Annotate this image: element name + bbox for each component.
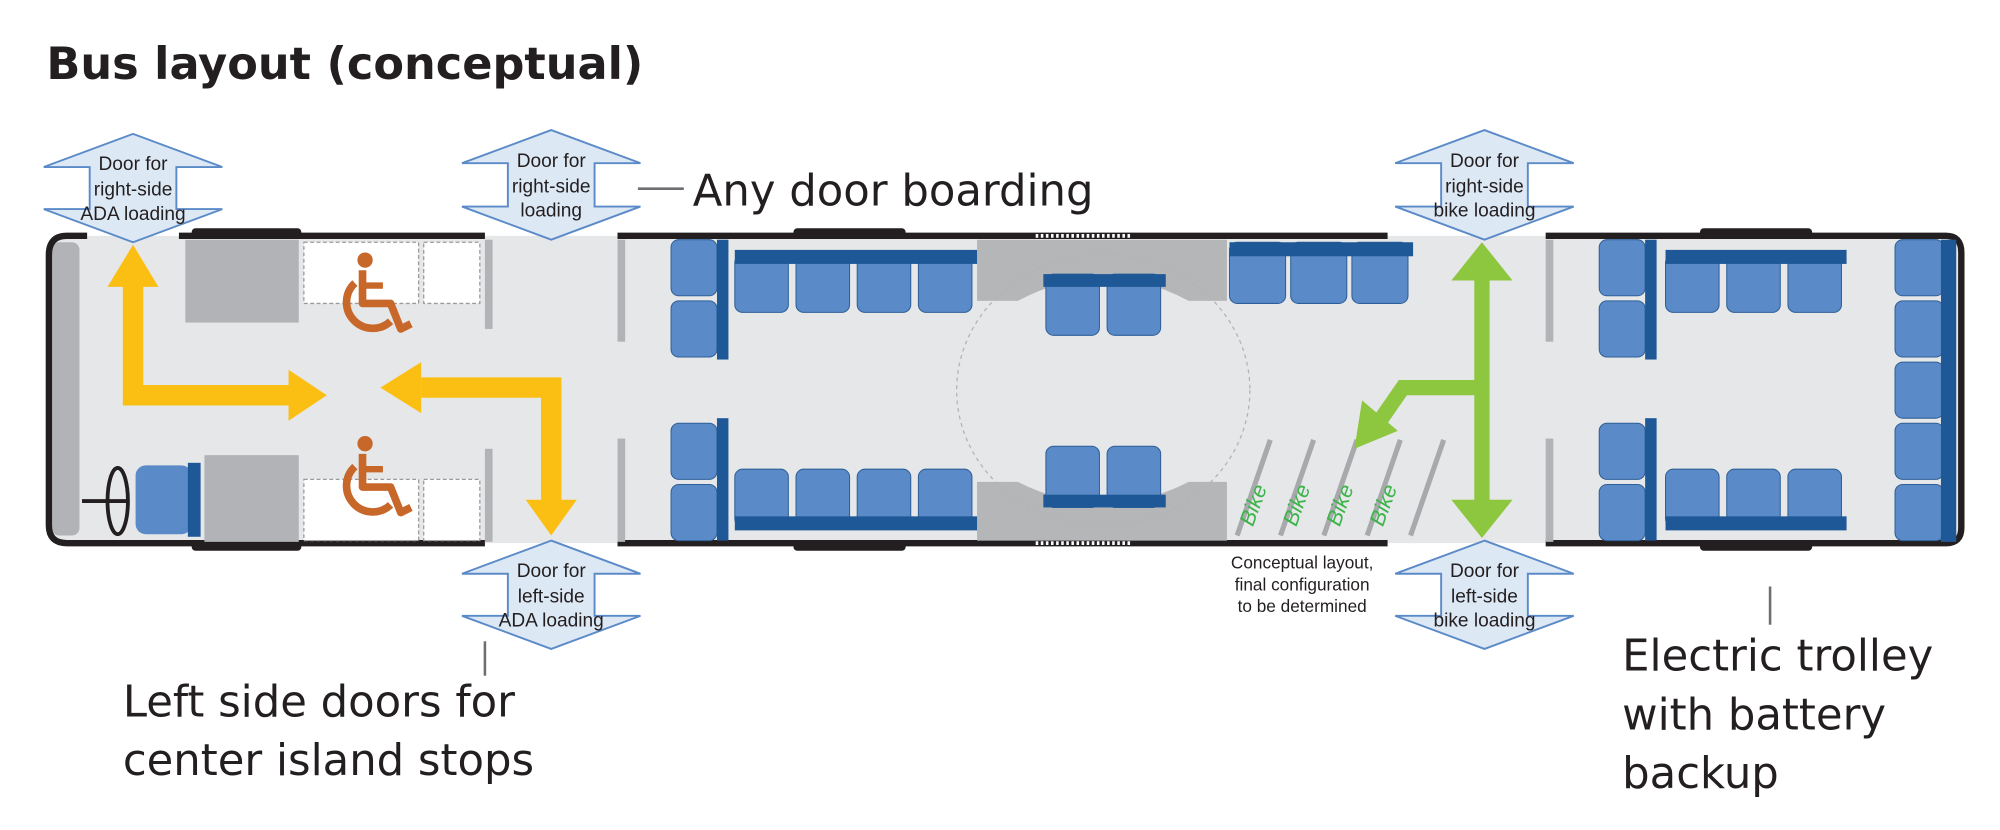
door-label: loading bbox=[520, 201, 582, 222]
bike-rack bbox=[1234, 439, 1273, 537]
seat bbox=[670, 422, 718, 480]
door-label: Door for bbox=[99, 154, 169, 175]
wheel-well bbox=[1699, 540, 1813, 551]
door-label: bike loading bbox=[1433, 201, 1535, 222]
driver-seat-back bbox=[187, 462, 201, 537]
wheel-well bbox=[793, 228, 906, 239]
page-title: Bus layout (conceptual) bbox=[46, 38, 643, 90]
seat bbox=[1045, 273, 1100, 336]
trolley-label: with battery bbox=[1622, 690, 1886, 740]
seat bbox=[1598, 300, 1646, 358]
seat-bar bbox=[1940, 239, 1957, 542]
seating bbox=[670, 239, 1957, 542]
seat bbox=[670, 483, 718, 542]
any-door-boarding-label: Any door boarding bbox=[693, 166, 1094, 216]
driver-seat bbox=[135, 465, 192, 535]
seat bbox=[1894, 483, 1944, 542]
ada-arrow-icon bbox=[107, 244, 577, 536]
seat-bar bbox=[1043, 274, 1166, 287]
seat bbox=[1598, 483, 1646, 542]
seat-bar bbox=[716, 418, 729, 541]
wheel-well bbox=[1699, 228, 1813, 239]
door-arrow-icon bbox=[461, 129, 641, 241]
left-side-doors-label: center island stops bbox=[123, 736, 534, 786]
door-label: left-side bbox=[518, 586, 585, 607]
door-callout-middle-right: Door for right-side loading bbox=[461, 129, 641, 241]
bike-rack bbox=[1321, 439, 1360, 537]
door-label: right-side bbox=[94, 180, 173, 201]
door-label: Door for bbox=[517, 151, 587, 172]
wheelchair-icon bbox=[342, 436, 413, 517]
partitions bbox=[484, 239, 1554, 542]
door-label: right-side bbox=[512, 177, 591, 198]
door-arrow-icon bbox=[461, 539, 641, 650]
seat bbox=[670, 239, 718, 297]
door-arrow-icon bbox=[1394, 129, 1575, 241]
seat-bar bbox=[1645, 418, 1657, 541]
steering-wheel-icon bbox=[82, 465, 130, 537]
conceptual-note: Conceptual layout, bbox=[1231, 553, 1374, 573]
equipment-box bbox=[185, 239, 299, 323]
trolley-label: backup bbox=[1622, 749, 1779, 799]
conceptual-note: to be determined bbox=[1238, 596, 1367, 616]
driver-cabin bbox=[204, 455, 299, 542]
door-label: left-side bbox=[1451, 586, 1518, 607]
bus-outline-rear bbox=[1545, 232, 1965, 547]
door-label: Door for bbox=[1450, 151, 1520, 172]
door-arrow-icon bbox=[43, 132, 223, 244]
door-arrow-icon bbox=[1394, 539, 1575, 650]
seat-bar bbox=[734, 249, 978, 264]
seat bbox=[1106, 273, 1162, 336]
seat bbox=[1894, 422, 1944, 480]
door-label: Door for bbox=[1450, 561, 1520, 582]
seat bbox=[1894, 239, 1944, 297]
door-callout-rear-right: Door for right-side bike loading bbox=[1394, 129, 1575, 241]
articulation-section bbox=[977, 239, 1227, 541]
door-callout-rear-left: Door for left-side bike loading bbox=[1394, 539, 1575, 650]
bike-rack bbox=[1278, 439, 1317, 537]
wheel-well bbox=[793, 540, 906, 551]
turntable bbox=[956, 254, 1251, 526]
seat bbox=[1598, 422, 1646, 480]
seat-bar bbox=[1645, 239, 1657, 360]
seat-bar bbox=[1665, 516, 1847, 531]
windshield bbox=[51, 242, 80, 536]
bike-rack bbox=[1408, 439, 1447, 537]
seat bbox=[1598, 239, 1646, 297]
conceptual-note: final configuration bbox=[1235, 574, 1370, 594]
door-label: ADA loading bbox=[80, 204, 185, 225]
seat-bar bbox=[734, 516, 978, 531]
door-label: bike loading bbox=[1433, 611, 1535, 632]
seat-bar bbox=[716, 239, 729, 360]
wheelchair-bay bbox=[303, 241, 481, 542]
wheel-well bbox=[191, 540, 302, 551]
door-label: right-side bbox=[1445, 177, 1524, 198]
seat-bar bbox=[1043, 494, 1166, 508]
seat bbox=[1894, 300, 1944, 358]
bike-arrow-icon bbox=[1354, 242, 1513, 539]
left-side-doors-label: Left side doors for bbox=[123, 678, 515, 728]
wheel-well bbox=[191, 228, 302, 239]
seat-bar bbox=[1665, 249, 1847, 264]
seat bbox=[670, 300, 718, 358]
wheelchair-icon bbox=[342, 252, 413, 333]
door-label: ADA loading bbox=[499, 611, 604, 632]
door-label: Door for bbox=[517, 561, 587, 582]
trolley-label: Electric trolley bbox=[1622, 632, 1933, 682]
bus-outline-front bbox=[45, 232, 485, 547]
seat bbox=[1894, 361, 1944, 419]
seat-bar bbox=[1229, 242, 1414, 257]
bike-rack bbox=[1364, 439, 1403, 537]
